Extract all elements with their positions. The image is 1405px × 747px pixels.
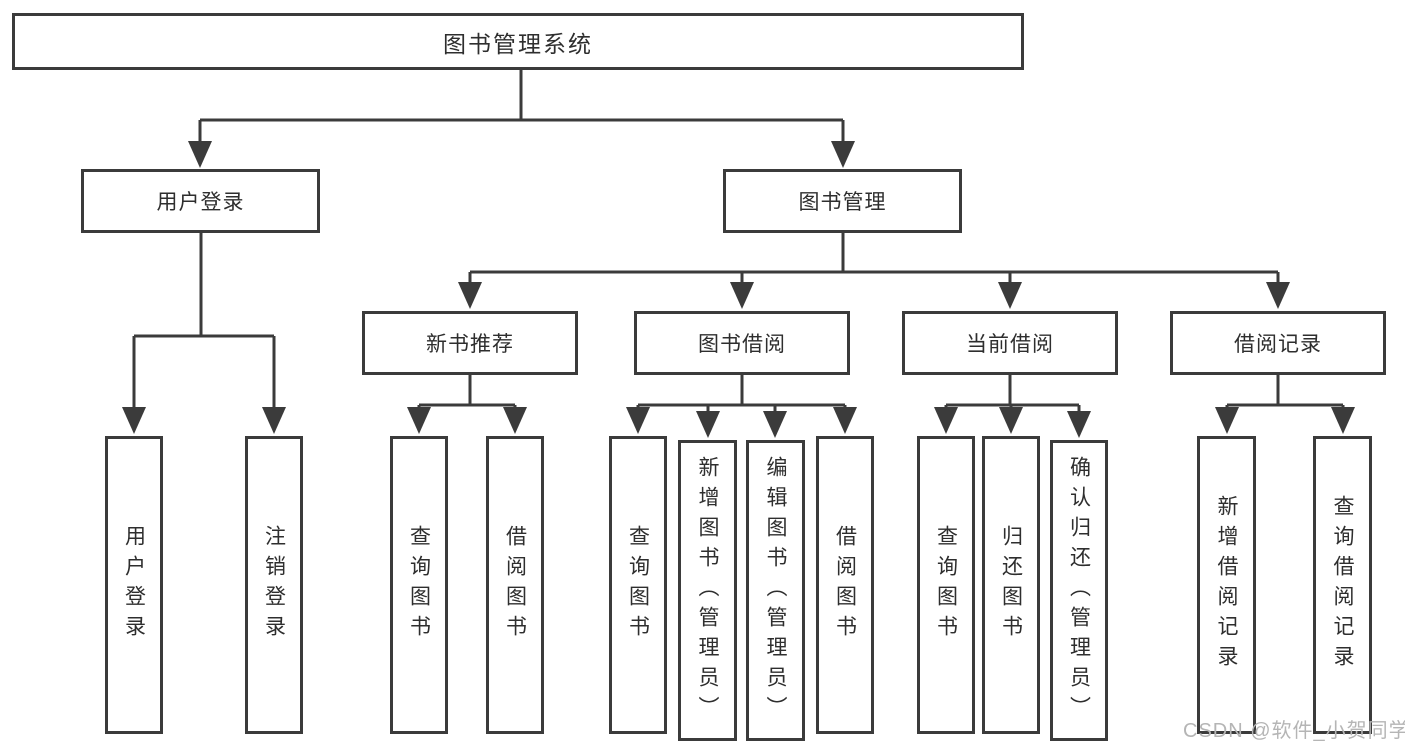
leaf-records-add-record: 新增借阅记录 bbox=[1197, 436, 1256, 734]
leaf-current-return-books: 归还图书 bbox=[982, 436, 1040, 734]
node-borrowing-records-label: 借阅记录 bbox=[1234, 333, 1322, 356]
node-borrowing-records: 借阅记录 bbox=[1170, 311, 1386, 375]
leaf-current-query-books-label: 查询图书 bbox=[934, 525, 958, 645]
node-root-label: 图书管理系统 bbox=[443, 30, 593, 57]
leaf-borrow-query-books: 查询图书 bbox=[609, 436, 667, 734]
csdn-watermark: CSDN @软件_小贺同学 bbox=[1183, 720, 1405, 742]
connector-root-to-level2 bbox=[188, 70, 855, 168]
node-book-borrowing-label: 图书借阅 bbox=[698, 333, 786, 356]
node-new-book-recommend-label: 新书推荐 bbox=[426, 333, 514, 356]
leaf-borrow-add-book-admin-label: 新增图书（管理员） bbox=[696, 455, 720, 726]
leaf-borrow-query-books-label: 查询图书 bbox=[626, 525, 650, 645]
node-book-management-label: 图书管理 bbox=[798, 191, 887, 214]
node-new-book-recommend: 新书推荐 bbox=[362, 311, 578, 375]
connector-user-login-to-leaves bbox=[122, 233, 286, 434]
node-root: 图书管理系统 bbox=[12, 13, 1024, 70]
leaf-current-query-books: 查询图书 bbox=[917, 436, 975, 734]
leaf-current-return-books-label: 归还图书 bbox=[999, 525, 1023, 645]
leaf-newbook-query-books-label: 查询图书 bbox=[407, 525, 431, 645]
leaf-records-query-record: 查询借阅记录 bbox=[1313, 436, 1372, 734]
node-book-borrowing: 图书借阅 bbox=[634, 311, 850, 375]
node-current-borrowing-label: 当前借阅 bbox=[966, 333, 1054, 356]
leaf-borrow-borrow-books: 借阅图书 bbox=[816, 436, 874, 734]
node-current-borrowing: 当前借阅 bbox=[902, 311, 1118, 375]
connector-current-borrowing-to-leaves bbox=[934, 375, 1091, 438]
leaf-newbook-borrow-books: 借阅图书 bbox=[486, 436, 544, 734]
leaf-borrow-borrow-books-label: 借阅图书 bbox=[833, 525, 857, 645]
leaf-records-query-record-label: 查询借阅记录 bbox=[1331, 495, 1355, 675]
connector-book-borrowing-to-leaves bbox=[626, 375, 857, 438]
leaf-current-confirm-return-admin: 确认归还（管理员） bbox=[1050, 440, 1108, 741]
node-user-login-label: 用户登录 bbox=[156, 191, 245, 214]
leaf-borrow-edit-book-admin: 编辑图书（管理员） bbox=[746, 440, 805, 741]
node-book-management: 图书管理 bbox=[723, 169, 962, 233]
leaf-newbook-borrow-books-label: 借阅图书 bbox=[503, 525, 527, 645]
leaf-current-confirm-return-admin-label: 确认归还（管理员） bbox=[1067, 455, 1091, 726]
leaf-logout: 注销登录 bbox=[245, 436, 303, 734]
leaf-borrow-add-book-admin: 新增图书（管理员） bbox=[678, 440, 737, 741]
leaf-user-login: 用户登录 bbox=[105, 436, 163, 734]
node-user-login: 用户登录 bbox=[81, 169, 320, 233]
leaf-newbook-query-books: 查询图书 bbox=[390, 436, 448, 734]
leaf-user-login-label: 用户登录 bbox=[122, 525, 146, 645]
connector-new-book-to-leaves bbox=[407, 375, 527, 434]
leaf-records-add-record-label: 新增借阅记录 bbox=[1215, 495, 1239, 675]
connector-borrowing-records-to-leaves bbox=[1215, 375, 1355, 434]
leaf-borrow-edit-book-admin-label: 编辑图书（管理员） bbox=[764, 455, 788, 726]
connector-book-management-to-level3 bbox=[458, 233, 1290, 309]
leaf-logout-label: 注销登录 bbox=[262, 525, 286, 645]
